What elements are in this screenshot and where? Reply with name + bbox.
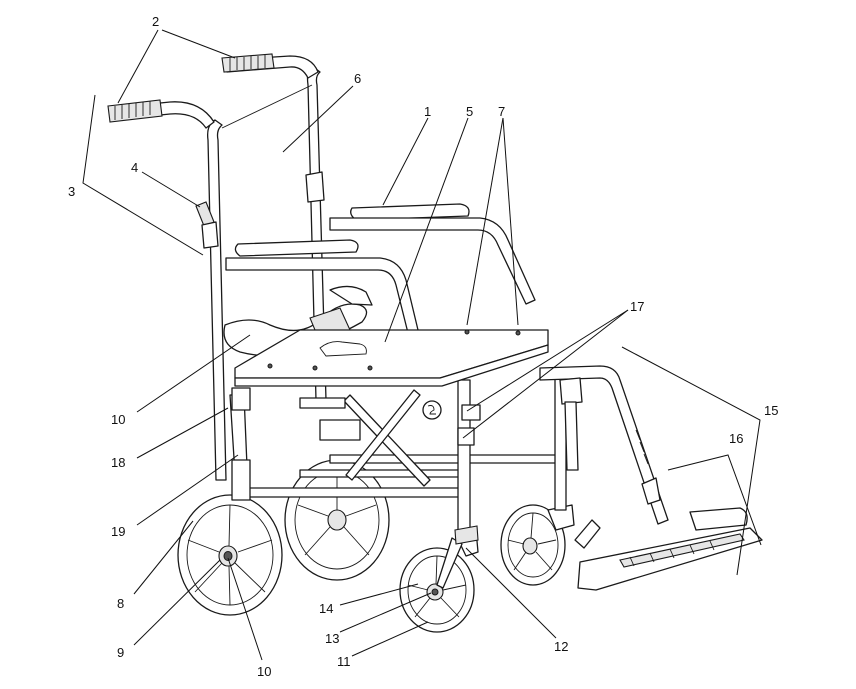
leader-1 [382, 117, 429, 206]
callout-8: 8 [117, 596, 124, 611]
leader-10b [227, 557, 263, 661]
rear-wheel-left [177, 494, 283, 616]
callout-4: 4 [131, 160, 138, 175]
callout-16: 16 [729, 431, 743, 446]
leader-17a [466, 309, 629, 412]
callout-5: 5 [466, 104, 473, 119]
front-caster-left [399, 547, 475, 633]
callout-3: 3 [68, 184, 75, 199]
callout-labels: 1 2 3 4 5 6 7 10 18 19 8 9 10 14 13 11 1… [68, 14, 778, 679]
callout-19: 19 [111, 524, 125, 539]
callout-10-upper: 10 [111, 412, 125, 427]
leader-17b [462, 309, 629, 439]
callout-7: 7 [498, 104, 505, 119]
leader-16 [667, 454, 762, 546]
leader-15 [621, 346, 761, 576]
leader-lines [82, 29, 762, 661]
callout-15: 15 [764, 403, 778, 418]
leader-7b [502, 117, 519, 326]
leader-19 [136, 454, 239, 526]
callout-13: 13 [325, 631, 339, 646]
leader-18 [136, 407, 229, 459]
leader-10a [136, 334, 251, 413]
leader-9 [133, 559, 221, 646]
leader-3 [82, 94, 204, 256]
callout-6: 6 [354, 71, 361, 86]
leader-2b [161, 29, 236, 59]
footrest-assembly [539, 365, 763, 591]
callout-10-lower: 10 [257, 664, 271, 679]
callout-11: 11 [337, 654, 351, 669]
callout-12: 12 [554, 639, 568, 654]
leader-7a [466, 117, 504, 326]
leader-8 [133, 520, 194, 595]
leader-14 [339, 583, 419, 606]
callout-14: 14 [319, 601, 333, 616]
rear-wheel-right [284, 459, 390, 581]
wheelchair-illustration [107, 53, 763, 633]
callout-1: 1 [424, 104, 431, 119]
callout-18: 18 [111, 455, 125, 470]
leader-2a [117, 29, 159, 104]
callout-9: 9 [117, 645, 124, 660]
leader-12 [465, 547, 557, 639]
leader-11 [351, 621, 429, 657]
armrest-right [329, 203, 536, 305]
leader-5 [384, 117, 469, 343]
callout-2: 2 [152, 14, 159, 29]
leader-13 [339, 592, 432, 633]
callout-17: 17 [630, 299, 644, 314]
seat-panel [234, 329, 549, 387]
leader-6 [282, 85, 354, 153]
front-caster-right [500, 504, 566, 586]
leader-4 [141, 171, 201, 208]
